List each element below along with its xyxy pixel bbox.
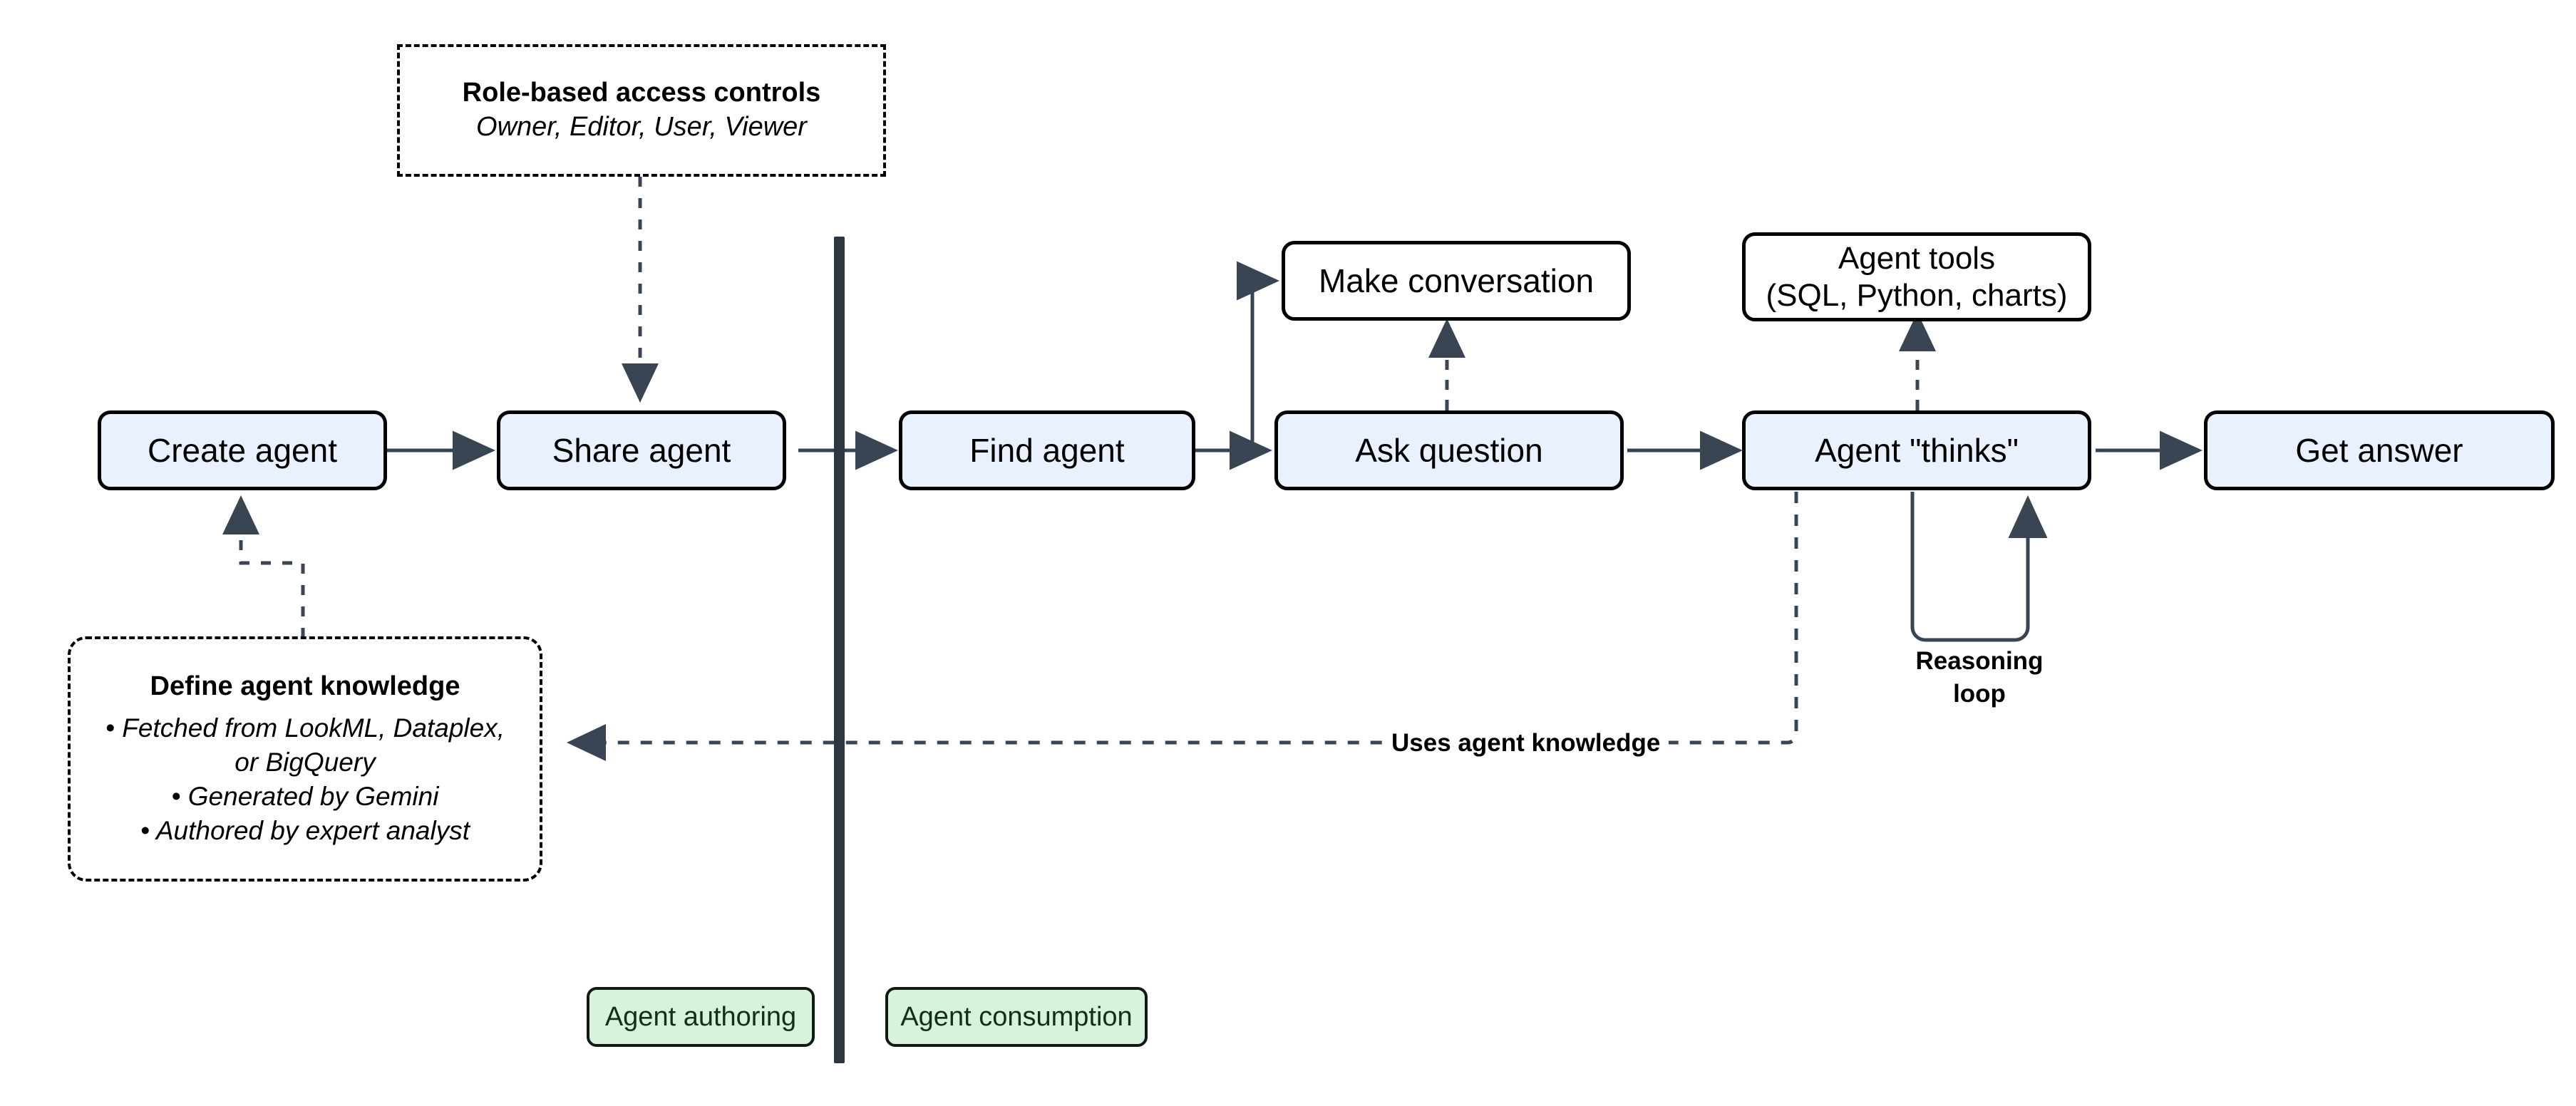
note-rbac-subtitle: Owner, Editor, User, Viewer (476, 112, 807, 143)
node-find-agent[interactable]: Find agent (899, 410, 1195, 490)
note-knowledge-bullet-1: • Fetched from LookML, Dataplex, or BigQ… (105, 713, 505, 777)
note-knowledge-bullet-3: • Authored by expert analyst (140, 815, 470, 845)
node-ask-question[interactable]: Ask question (1274, 410, 1624, 490)
note-role-based-access-controls: Role-based access controls Owner, Editor… (397, 44, 886, 177)
label-reasoning-loop: Reasoning loop (1905, 645, 2054, 710)
edge-knowledge-to-create (222, 495, 305, 638)
note-define-agent-knowledge: Define agent knowledge • Fetched from Lo… (68, 636, 542, 882)
legend-agent-authoring[interactable]: Agent authoring (587, 987, 815, 1047)
legend-agent-consumption[interactable]: Agent consumption (885, 987, 1148, 1047)
node-agent-thinks[interactable]: Agent "thinks" (1742, 410, 2091, 490)
node-agent-tools[interactable]: Agent tools (SQL, Python, charts) (1742, 232, 2091, 321)
edge-uses-agent-knowledge (567, 492, 1798, 761)
node-share-agent[interactable]: Share agent (497, 410, 786, 490)
note-knowledge-title: Define agent knowledge (150, 671, 460, 702)
edge-reasoning-loop (1910, 492, 2048, 642)
note-knowledge-bullet-2: • Generated by Gemini (171, 781, 439, 811)
edge-find-to-make-conversation (1212, 261, 1279, 453)
node-get-answer[interactable]: Get answer (2204, 410, 2555, 490)
label-uses-agent-knowledge: Uses agent knowledge (1383, 727, 1669, 760)
note-knowledge-bullets: • Fetched from LookML, Dataplex, or BigQ… (105, 711, 505, 848)
note-rbac-title: Role-based access controls (462, 77, 821, 108)
node-make-conversation[interactable]: Make conversation (1282, 241, 1631, 321)
section-divider (834, 237, 845, 1063)
node-create-agent[interactable]: Create agent (98, 410, 387, 490)
